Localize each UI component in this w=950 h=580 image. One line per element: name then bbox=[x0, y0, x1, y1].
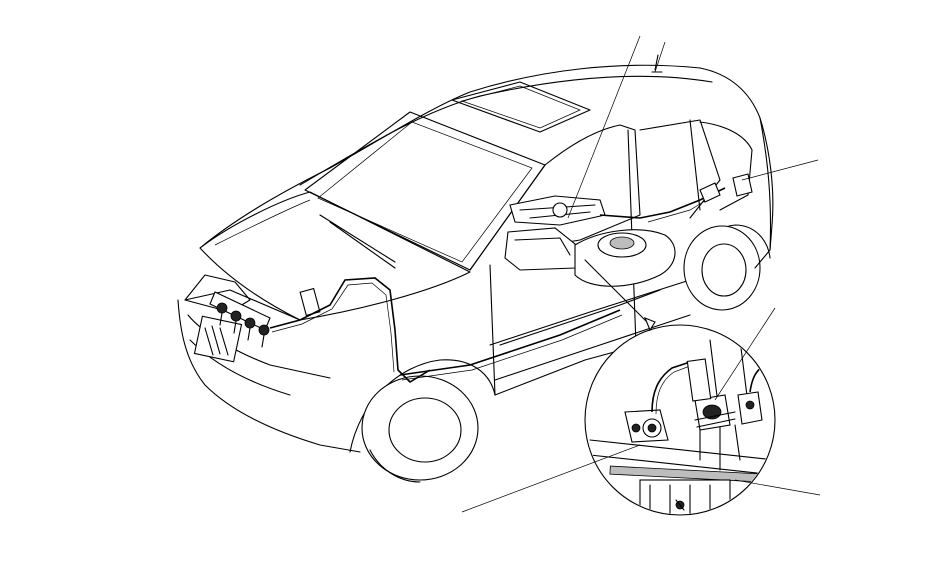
detail-inset bbox=[584, 259, 776, 516]
leader-line-1 bbox=[567, 35, 641, 219]
leader-line-3 bbox=[741, 159, 819, 181]
vehicle-body bbox=[177, 54, 774, 483]
leader-line-2 bbox=[654, 41, 666, 73]
leader-line-4 bbox=[714, 307, 776, 401]
leader-line-5 bbox=[461, 444, 641, 513]
fuel-system bbox=[209, 182, 726, 384]
leader-lines bbox=[461, 35, 821, 513]
leader-line-6 bbox=[734, 479, 821, 496]
